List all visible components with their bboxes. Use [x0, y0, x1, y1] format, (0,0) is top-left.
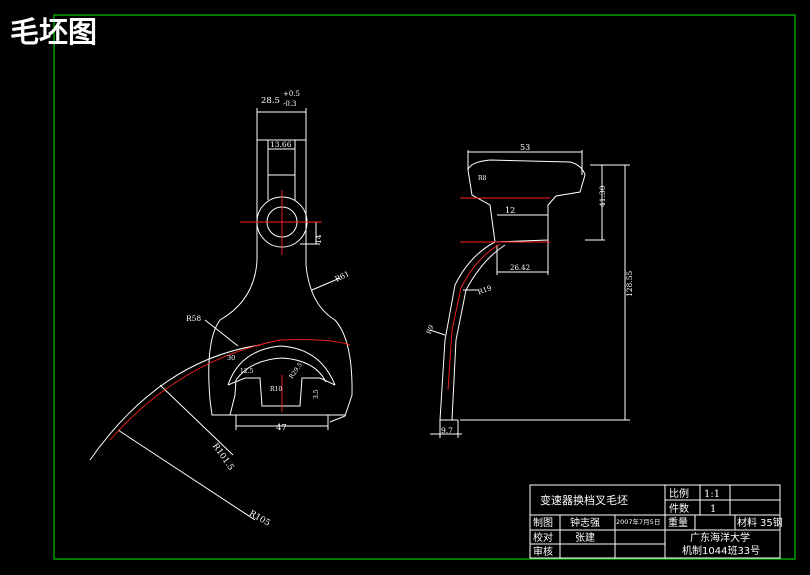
dim-53: 53	[520, 143, 530, 152]
fork-inner-arc	[227, 345, 336, 386]
tb-check-name: 张建	[575, 531, 595, 544]
dim-128: 128.55	[625, 271, 634, 297]
dim-9-7: 9.7	[441, 426, 453, 435]
dim-30: 30	[227, 354, 235, 362]
leader-r58	[204, 319, 239, 347]
dim-26: 26.42	[510, 264, 530, 272]
tb-scale-value: 1:1	[704, 489, 720, 500]
dim-r105: R105	[247, 509, 272, 529]
dim-14: 14	[314, 234, 323, 244]
dim-r58: R58	[186, 314, 201, 323]
dim-47: 47	[276, 423, 287, 433]
tb-school: 广东海洋大学	[690, 531, 750, 544]
drawing-title: 毛坯图	[10, 15, 97, 49]
side-curve-outer	[439, 241, 496, 421]
tb-weight-label: 重量	[668, 516, 688, 529]
tb-material-value: 35钢	[760, 516, 783, 529]
dim-41: 41.30	[598, 185, 607, 207]
side-dimension-labels: 53 R8 41.30 12 26.42 128.55 R19 R9 9.7	[425, 143, 634, 435]
tb-drawn-label: 制图	[533, 516, 553, 529]
drawing-frame	[53, 14, 796, 560]
tb-qty-label: 件数	[669, 502, 689, 515]
side-left-top	[467, 169, 496, 243]
tb-class-info: 机制1044班33号	[682, 544, 760, 557]
fork-left-edge	[208, 195, 258, 416]
dim-r19: R19	[477, 284, 493, 296]
fork-inner-arc-2	[235, 357, 327, 383]
tb-approve-label: 审核	[533, 545, 553, 558]
dim-r101: R101.5	[210, 442, 236, 473]
dim-r29: R29.5	[288, 361, 304, 380]
dim-tol-upper: +0.5	[283, 90, 300, 98]
fork-right-edge	[305, 195, 353, 423]
dim-12: 12	[505, 206, 515, 215]
dim-small1: 12.5	[240, 368, 254, 375]
arc-r101-center	[109, 339, 351, 441]
tb-material-label: 材料	[737, 516, 757, 529]
dim-r8: R8	[478, 175, 487, 182]
title-block-text: 变速器换档叉毛坯 比例 1:1 件数 1 制图 钟志强 2007年7月5日 重量…	[533, 487, 783, 558]
tb-part-name: 变速器换档叉毛坯	[540, 493, 628, 507]
side-top-profile	[467, 159, 586, 243]
tb-check-label: 校对	[533, 531, 553, 544]
tb-qty-value: 1	[710, 504, 716, 515]
leader-r61	[311, 277, 341, 291]
leader-r9	[429, 329, 446, 336]
dim-r10: R10	[270, 386, 282, 393]
dim-neck: 13.66	[270, 140, 292, 149]
dim-small2: 3.5	[313, 389, 320, 399]
leader-r105	[117, 429, 256, 521]
side-view	[429, 150, 630, 438]
arc-r105	[89, 344, 261, 461]
dim-tol-lower: -0.3	[283, 100, 297, 108]
title-block	[529, 484, 781, 559]
side-center-lines	[447, 197, 550, 391]
fork-steps	[227, 377, 336, 407]
dim-r61: R61	[333, 269, 351, 284]
dim-r9: R9	[425, 324, 436, 335]
side-center-curve	[447, 243, 501, 391]
dim-width-top: 28.5	[261, 96, 280, 106]
leader-r101	[159, 384, 234, 456]
tb-scale-label: 比例	[669, 487, 689, 500]
title-block-outer	[529, 484, 781, 559]
front-center-lines	[109, 190, 351, 441]
tb-drawn-name: 钟志强	[570, 516, 600, 529]
tb-date: 2007年7月5日	[616, 517, 660, 526]
